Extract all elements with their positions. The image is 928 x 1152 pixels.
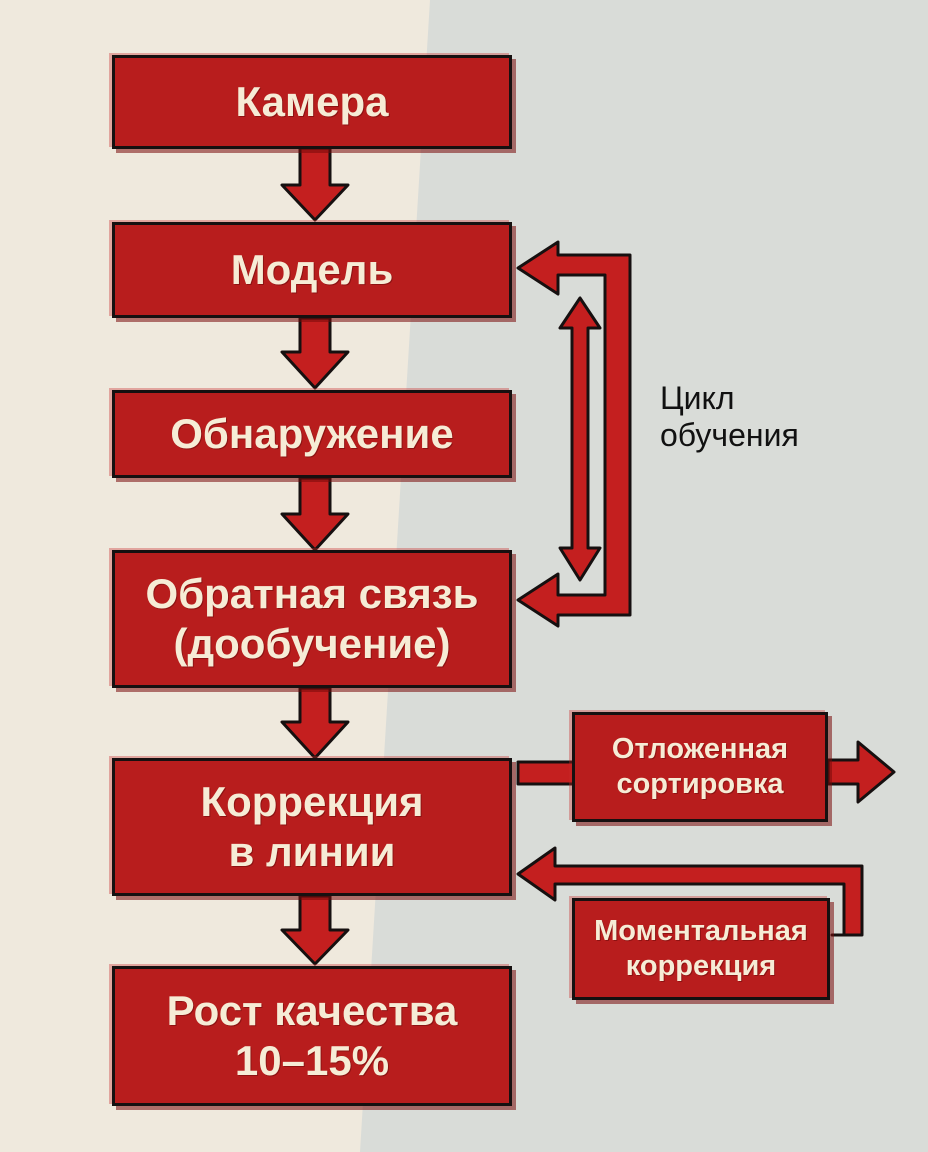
node-model-label: Модель	[230, 245, 394, 293]
node-correction-line-2: в линии	[228, 828, 396, 875]
node-deferred-line-2: сортировка	[616, 768, 784, 800]
node-detection-label: Обнаружение	[170, 409, 454, 457]
node-camera-label: Камера	[235, 77, 389, 125]
arrow-camera-to-model	[280, 146, 350, 222]
node-deferred-sorting: Отложенная сортировка	[572, 712, 828, 822]
node-quality-line-1: Рост качества	[166, 986, 458, 1034]
arrow-correction-to-quality	[280, 894, 350, 966]
arrow-instant-to-correction	[516, 846, 864, 937]
learning-loop-label: Цикл обучения	[660, 380, 799, 454]
arrow-feedback-to-correction	[280, 686, 350, 760]
arrow-deferred-out	[826, 740, 896, 804]
learning-loop-line-1: Цикл	[660, 380, 735, 416]
learning-loop-line-2: обучения	[660, 416, 799, 453]
node-correction-line-1: Коррекция	[200, 777, 424, 825]
node-quality-line-2: 10–15%	[234, 1037, 390, 1084]
node-feedback-line-1: Обратная связь	[145, 569, 479, 617]
arrow-model-feedback-bidirectional	[558, 296, 602, 582]
node-instant-line-2: коррекция	[625, 950, 777, 982]
node-feedback: Обратная связь (дообучение)	[112, 550, 512, 688]
node-model: Модель	[112, 222, 512, 318]
arrow-learning-loop	[516, 240, 632, 628]
node-detection: Обнаружение	[112, 390, 512, 478]
arrow-model-to-detection	[280, 316, 350, 390]
node-instant-line-1: Моментальная	[594, 915, 808, 948]
node-correction: Коррекция в линии	[112, 758, 512, 896]
node-deferred-line-1: Отложенная	[611, 733, 789, 766]
node-quality: Рост качества 10–15%	[112, 966, 512, 1106]
node-feedback-line-2: (дообучение)	[173, 620, 451, 667]
arrow-correction-to-deferred	[516, 760, 577, 786]
node-camera: Камера	[112, 55, 512, 149]
node-instant-correction: Моментальная коррекция	[572, 898, 830, 1000]
arrow-detection-to-feedback	[280, 476, 350, 552]
